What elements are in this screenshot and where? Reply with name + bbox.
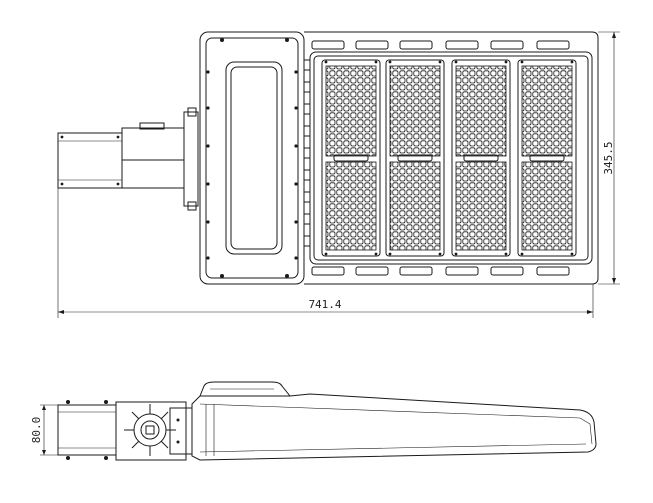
- body-width-label: 345.5: [602, 141, 615, 174]
- led-section: [303, 31, 599, 285]
- mounting-bracket: [57, 107, 199, 211]
- side-view: 80.0: [30, 381, 597, 461]
- housing-screws: [206, 38, 298, 278]
- side-housing: [191, 381, 597, 461]
- side-height-label: 80.0: [30, 417, 43, 444]
- dimension-body-width: 345.5: [598, 31, 620, 285]
- vent-slots-bottom: [311, 266, 570, 276]
- led-module-3: [451, 59, 511, 257]
- tilt-knuckle: [124, 404, 176, 456]
- side-bracket: [57, 400, 193, 461]
- overall-length-label: 741.4: [308, 298, 341, 311]
- led-module-2: [385, 59, 445, 257]
- vent-slots-top: [311, 40, 570, 50]
- top-view: 345.5 741.4: [57, 31, 620, 318]
- driver-housing: [199, 31, 305, 285]
- dimension-overall-length: 741.4: [57, 188, 594, 318]
- dimension-side-height: 80.0: [30, 404, 58, 456]
- led-module-1: [321, 59, 381, 257]
- led-module-4: [517, 59, 577, 257]
- side-tabs: [303, 59, 311, 247]
